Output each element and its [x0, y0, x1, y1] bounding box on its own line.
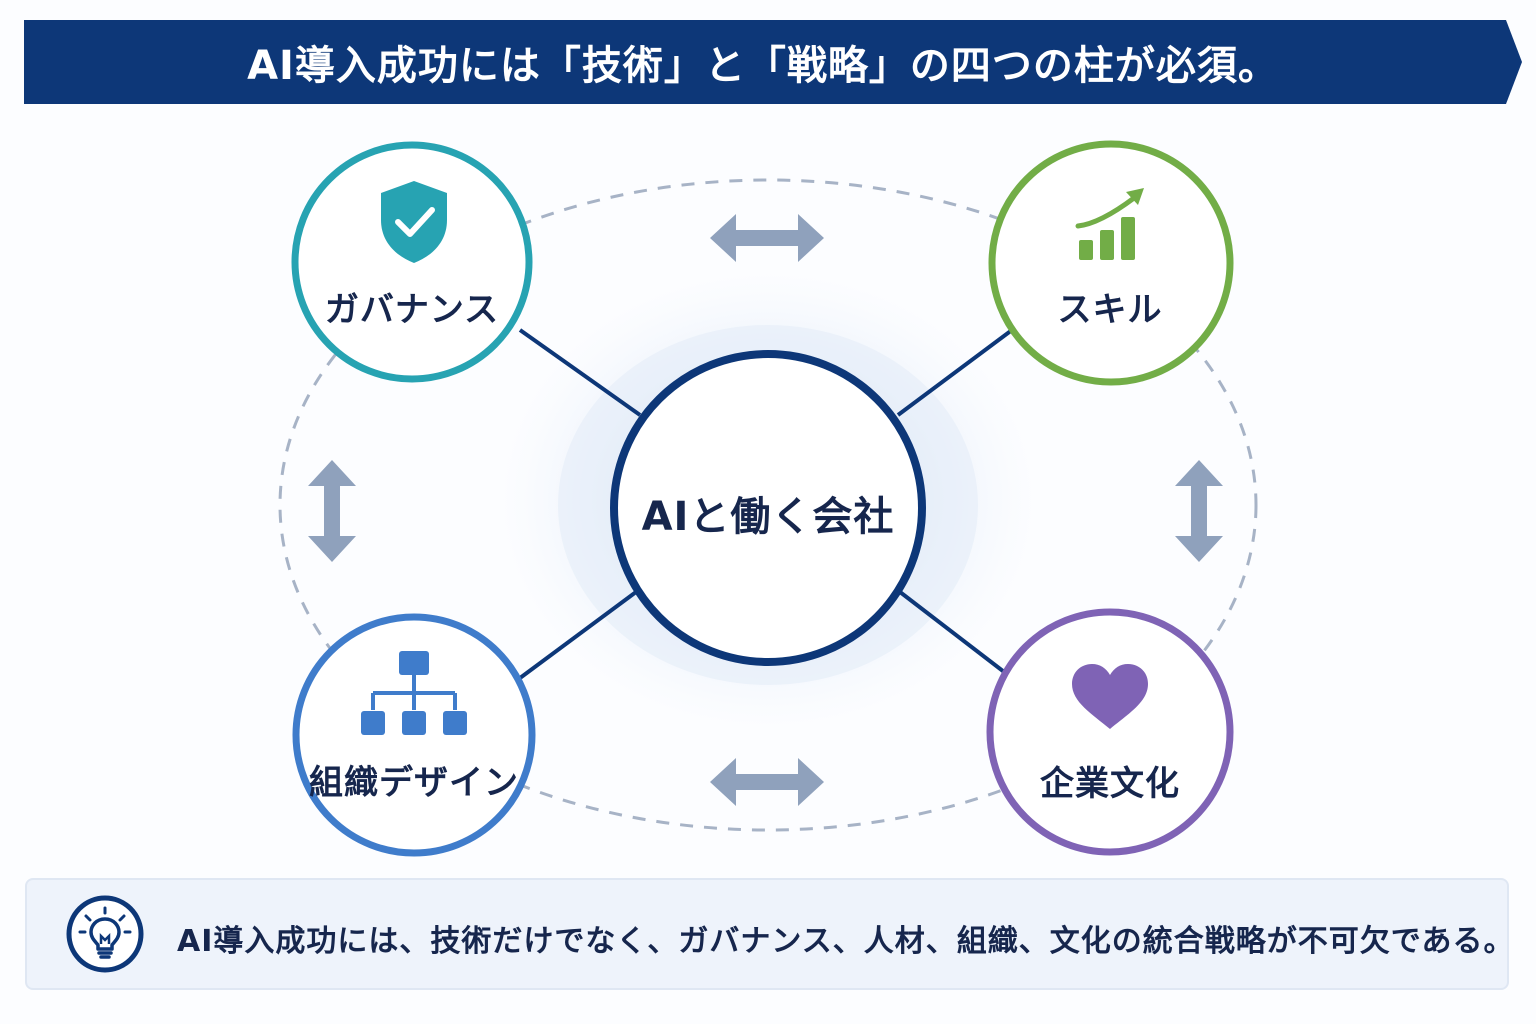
node-skill-circle: [988, 140, 1234, 386]
center-circle: [610, 350, 926, 666]
node-label-org-design: 組織デザイン: [309, 763, 519, 803]
page-title: AI導入成功には「技術」と「戦略」の四つの柱が必須。: [247, 43, 1279, 89]
arrow-right-vertical: [1175, 460, 1223, 562]
connector-skill: [896, 328, 1014, 417]
arrow-bottom-horizontal: [710, 758, 824, 806]
arrow-top-horizontal: [710, 214, 824, 262]
lightbulb-icon: [66, 895, 144, 973]
node-label-governance: ガバナンス: [324, 290, 500, 330]
connector-org-design: [518, 590, 638, 680]
node-label-skill: スキル: [1057, 290, 1163, 330]
summary-box: AI導入成功には、技術だけでなく、ガバナンス、人材、組織、文化の統合戦略が不可欠…: [25, 878, 1513, 990]
heart-icon: [1072, 664, 1148, 729]
summary-text: AI導入成功には、技術だけでなく、ガバナンス、人材、組織、文化の統合戦略が不可欠…: [177, 924, 1515, 959]
center-label: AIと働く会社: [641, 494, 895, 540]
org-chart-icon: [361, 651, 467, 735]
growth-chart-icon: [1075, 188, 1144, 260]
title-banner-shape: [24, 20, 1522, 104]
dashed-orbit: [278, 178, 1258, 832]
title-banner: AI導入成功には「技術」と「戦略」の四つの柱が必須。: [24, 20, 1522, 104]
connector-culture: [898, 590, 1014, 680]
connector-governance: [518, 328, 642, 417]
shield-check-icon: [381, 181, 447, 263]
arrow-left-vertical: [308, 460, 356, 562]
node-culture-circle: [986, 608, 1234, 856]
node-label-culture: 企業文化: [1040, 764, 1180, 804]
